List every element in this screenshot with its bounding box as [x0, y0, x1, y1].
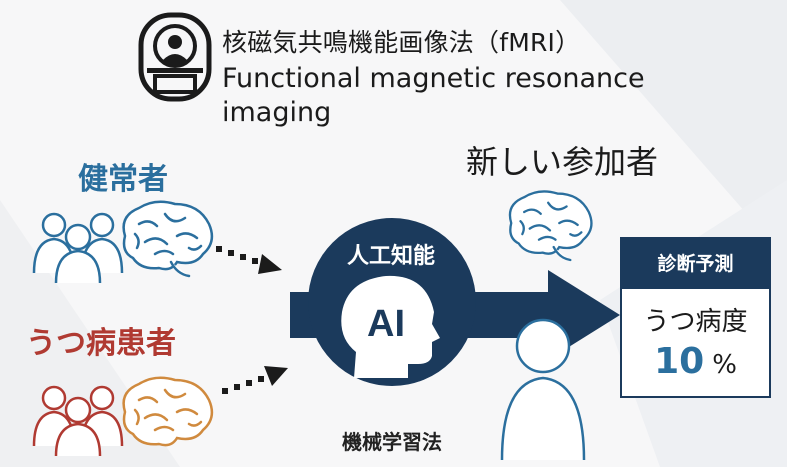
diagnosis-value-row: 10% [622, 341, 769, 382]
machine-learning-label: 機械学習法 [342, 430, 442, 454]
healthy-group-label: 健常者 [78, 162, 168, 197]
mri-scanner-icon [138, 12, 212, 102]
mri-title-en: Functional magnetic resonance imaging [222, 63, 645, 128]
patient-input-arrow [222, 366, 288, 394]
healthy-input-arrow [216, 246, 282, 274]
diagnosis-unit: % [712, 350, 737, 380]
patient-group-label: うつ病患者 [26, 326, 176, 361]
new-participant-person-icon [500, 318, 586, 461]
new-participant-brain-icon [508, 190, 593, 262]
healthy-brain-icon [122, 200, 214, 278]
mri-title-ja: 核磁気共鳴機能画像法（fMRI） [222, 28, 581, 57]
patient-people-icon [32, 385, 124, 457]
ai-title: 人工知能 [346, 244, 435, 269]
diagnosis-value: 10 [654, 341, 705, 382]
diagnosis-condition: うつ病度 [643, 307, 748, 337]
diagnosis-header: 診断予測 [622, 239, 769, 289]
patient-brain-icon [122, 376, 214, 447]
new-participant-label: 新しい参加者 [466, 143, 659, 181]
ai-head-text: AI [367, 303, 405, 345]
ai-head-icon: AI [341, 275, 440, 378]
diagnosis-box: 診断予測 うつ病度 10% [620, 237, 771, 398]
healthy-people-icon [32, 212, 124, 284]
